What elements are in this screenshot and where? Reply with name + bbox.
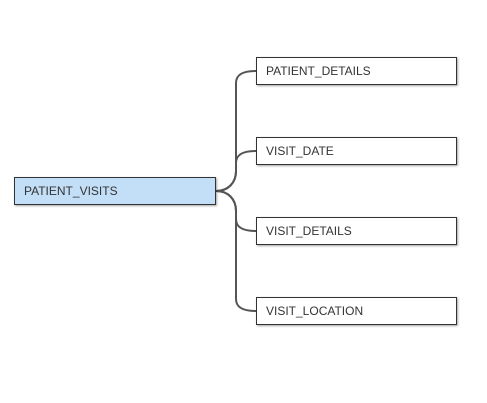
child-node-visit-date[interactable]: VISIT_DATE — [256, 137, 457, 165]
root-node-patient-visits[interactable]: PATIENT_VISITS — [14, 177, 216, 205]
child-node-visit-location[interactable]: VISIT_LOCATION — [256, 297, 457, 325]
child-node-visit-details[interactable]: VISIT_DETAILS — [256, 217, 457, 245]
connector-root-to-visit-date — [215, 150, 257, 192]
connector-root-to-visit-location — [215, 190, 257, 312]
child-node-patient-details[interactable]: PATIENT_DETAILS — [256, 57, 457, 85]
